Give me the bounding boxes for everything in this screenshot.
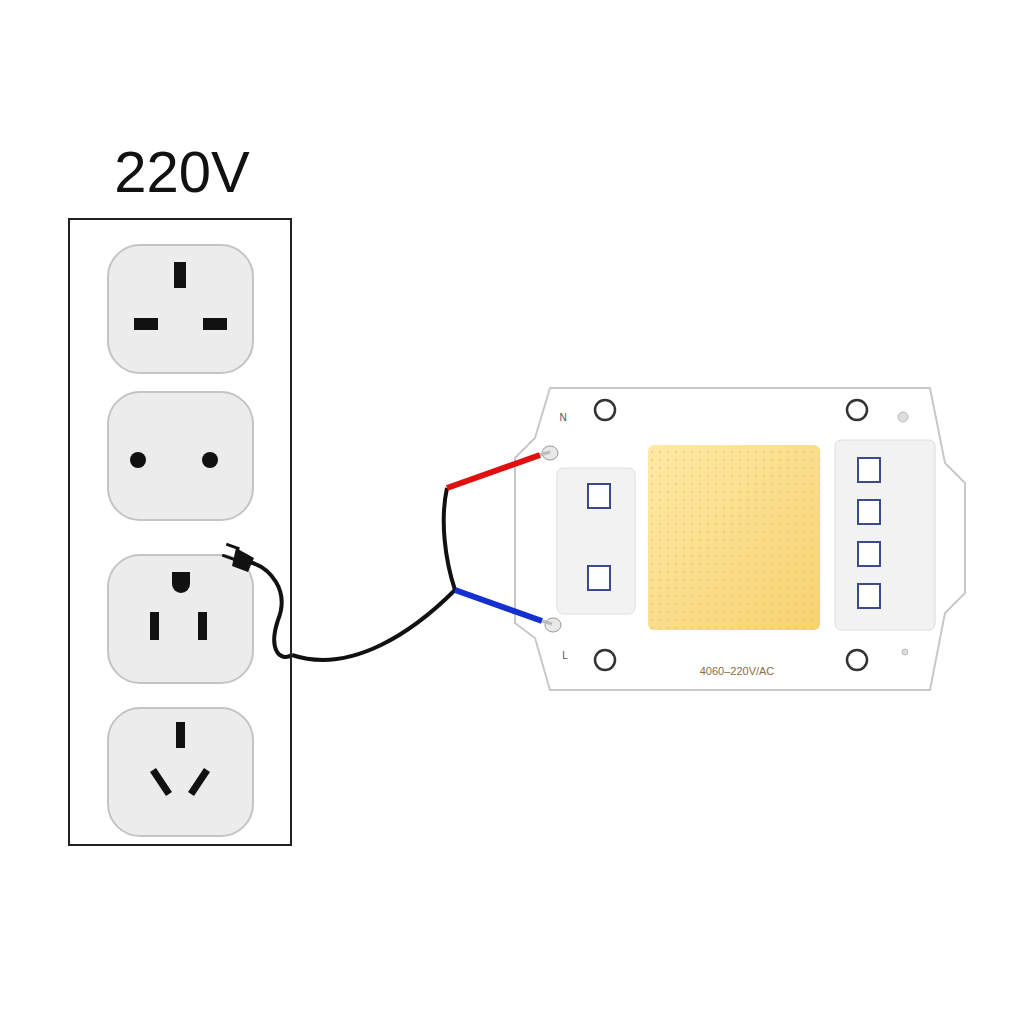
terminal-label: N — [559, 412, 566, 423]
voltage-heading: 220V — [114, 138, 249, 205]
cn-outlet — [108, 708, 253, 836]
outlet-panel: 220V — [68, 218, 292, 846]
led-cob-board — [515, 388, 965, 690]
uk-outlet — [108, 245, 253, 373]
lead-wires — [444, 452, 552, 624]
model-label: 4060–220V/AC — [700, 665, 775, 677]
eu-outlet — [108, 392, 253, 520]
plug — [222, 543, 292, 657]
terminal-label: L — [562, 650, 568, 661]
led-cob-board: N L 4060–220V/AC — [515, 388, 965, 690]
us-outlet — [108, 555, 253, 683]
